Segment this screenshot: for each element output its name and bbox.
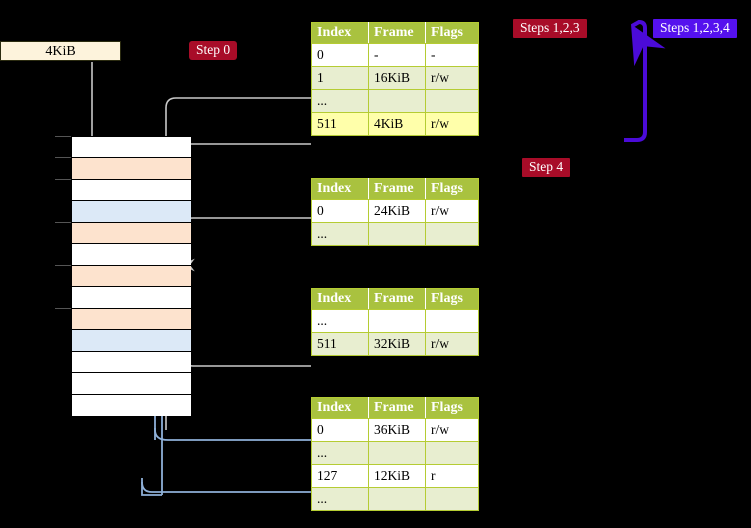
column-header-frame: Frame xyxy=(368,397,426,419)
memory-frame-row xyxy=(72,373,191,395)
cell-frame xyxy=(368,309,426,333)
cell-index: ... xyxy=(311,441,369,465)
column-header-frame: Frame xyxy=(368,178,426,200)
cell-flags: r xyxy=(425,464,479,488)
cell-index: 511 xyxy=(311,332,369,356)
cell-frame xyxy=(368,487,426,511)
memory-row-tick xyxy=(55,157,71,159)
cell-frame xyxy=(368,89,426,113)
badge-steps-1234: Steps 1,2,3,4 xyxy=(653,19,737,39)
column-header-frame: Frame xyxy=(368,22,426,44)
frame-4kib-label: 4KiB xyxy=(45,44,76,59)
cell-index: ... xyxy=(311,222,369,246)
cell-flags xyxy=(425,487,479,511)
column-header-flags: Flags xyxy=(425,22,479,44)
badge-step-0: Step 0 xyxy=(189,41,238,61)
column-header-index: Index xyxy=(311,288,369,310)
table-row: ... xyxy=(311,441,479,465)
cell-index: ... xyxy=(311,309,369,333)
cell-flags xyxy=(425,222,479,246)
column-header-index: Index xyxy=(311,22,369,44)
table-row: ... xyxy=(311,222,479,246)
column-header-index: Index xyxy=(311,178,369,200)
cell-flags: - xyxy=(425,43,479,67)
cell-flags xyxy=(425,441,479,465)
memory-row-tick xyxy=(55,264,71,266)
cell-frame: 36KiB xyxy=(368,418,426,442)
cell-flags xyxy=(425,89,479,113)
cell-flags: r/w xyxy=(425,199,479,223)
memory-frame-row xyxy=(72,179,191,202)
cell-frame: 16KiB xyxy=(368,66,426,90)
memory-row-tick xyxy=(55,221,71,223)
memory-frame-row xyxy=(72,308,191,331)
cell-frame xyxy=(368,441,426,465)
cell-flags: r/w xyxy=(425,66,479,90)
memory-frame-row xyxy=(72,244,191,266)
memory-row-tick xyxy=(55,178,71,180)
cell-index: 0 xyxy=(311,43,369,67)
cell-frame: - xyxy=(368,43,426,67)
memory-frame-row xyxy=(72,158,191,180)
table-row: ... xyxy=(311,89,479,113)
cell-flags: r/w xyxy=(425,112,479,136)
cell-index: ... xyxy=(311,89,369,113)
cell-index: 0 xyxy=(311,418,369,442)
memory-frame-row xyxy=(72,222,191,245)
cell-frame: 32KiB xyxy=(368,332,426,356)
memory-frame-row xyxy=(72,330,191,352)
table-row: ... xyxy=(311,487,479,511)
cell-flags: r/w xyxy=(425,332,479,356)
memory-frame-row xyxy=(72,394,191,416)
connector-table3-to-memory xyxy=(169,333,311,367)
cell-flags: r/w xyxy=(425,418,479,442)
column-header-flags: Flags xyxy=(425,288,479,310)
cell-frame: 4KiB xyxy=(368,112,426,136)
connector-table4-row0 xyxy=(154,428,311,441)
frame-4kib-box: 4KiB xyxy=(0,41,121,61)
connector-table4-row127-riser xyxy=(141,482,162,496)
cell-index: ... xyxy=(311,487,369,511)
cell-index: 0 xyxy=(311,199,369,223)
physical-memory-column xyxy=(71,136,191,416)
memory-frame-row xyxy=(72,265,191,288)
column-header-flags: Flags xyxy=(425,397,479,419)
cell-frame: 24KiB xyxy=(368,199,426,223)
cell-flags xyxy=(425,309,479,333)
table-row: 0-- xyxy=(311,43,479,67)
cell-index: 1 xyxy=(311,66,369,90)
cell-frame xyxy=(368,222,426,246)
column-header-flags: Flags xyxy=(425,178,479,200)
memory-row-tick xyxy=(55,136,71,137)
cell-index: 511 xyxy=(311,112,369,136)
cell-index: 127 xyxy=(311,464,369,488)
connector-purple-bracket xyxy=(624,19,666,142)
connector-table4-row127 xyxy=(141,478,311,493)
memory-frame-row xyxy=(72,137,191,159)
column-header-index: Index xyxy=(311,397,369,419)
column-header-frame: Frame xyxy=(368,288,426,310)
memory-row-tick xyxy=(55,307,71,309)
table-row: ... xyxy=(311,309,479,333)
memory-frame-row xyxy=(72,287,191,309)
memory-frame-row xyxy=(72,351,191,374)
badge-step-4: Step 4 xyxy=(522,158,571,178)
cell-frame: 12KiB xyxy=(368,464,426,488)
memory-frame-row xyxy=(72,201,191,223)
connector-table2-to-memory xyxy=(181,217,311,272)
badge-steps-123: Steps 1,2,3 xyxy=(513,19,587,39)
